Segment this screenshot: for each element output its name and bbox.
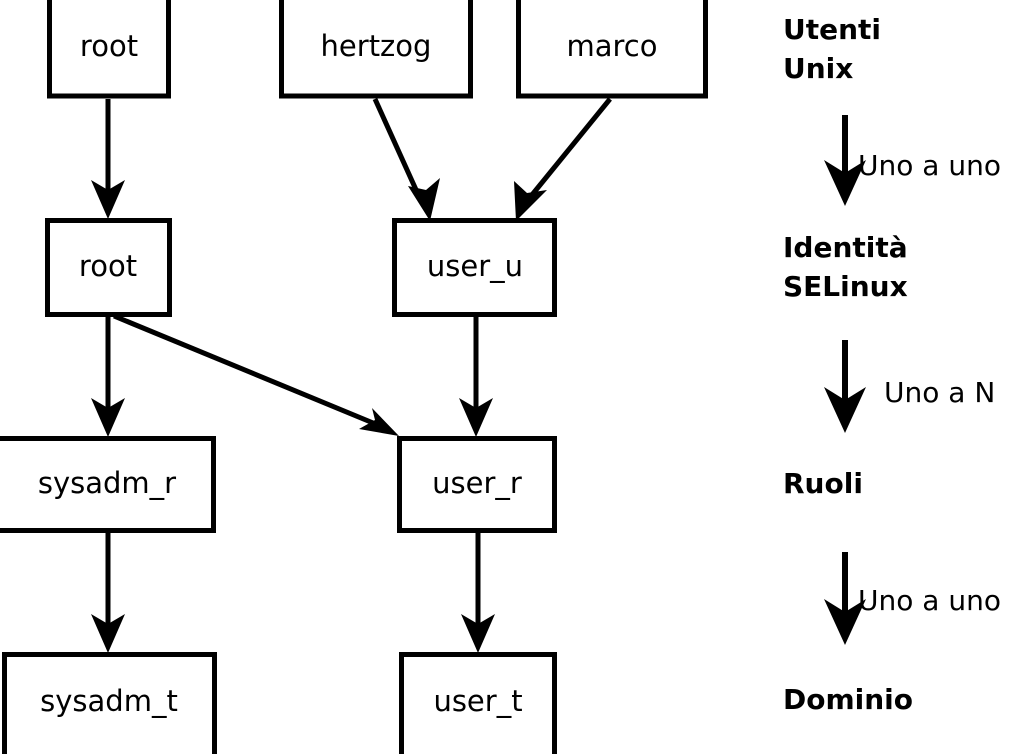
edge-unix-root-to-identity-root <box>91 99 125 219</box>
node-label: user_t <box>433 684 522 718</box>
legend-connector-label: Uno a N <box>884 376 995 409</box>
node-identity-root[interactable]: root <box>45 218 172 317</box>
edge-identity-root-to-sysadm-r <box>91 317 125 437</box>
node-label: hertzog <box>321 29 432 63</box>
node-label: sysadm_t <box>40 684 178 718</box>
edge-hertzog-to-user-u <box>372 97 440 221</box>
legend-connector-uno-a-n: Uno a N <box>824 340 995 433</box>
legend-stage-unix-users: Utenti Unix <box>783 13 881 85</box>
edge-group <box>91 97 612 653</box>
node-box[interactable] <box>45 218 172 317</box>
edge-sysadm-r-to-sysadm-t <box>91 533 125 653</box>
node-role-sysadm-r[interactable]: sysadm_r <box>0 436 216 533</box>
edge-marco-to-user-u <box>514 97 612 221</box>
node-domain-sysadm-t[interactable]: sysadm_t <box>2 652 217 754</box>
edge-user-u-to-user-r <box>459 317 493 437</box>
node-label: sysadm_r <box>38 466 176 500</box>
legend-connector-label: Uno a uno <box>858 584 1001 617</box>
edge-shaft <box>372 97 425 205</box>
node-label: user_u <box>427 249 523 283</box>
arrowhead-icon <box>824 160 866 206</box>
node-label: root <box>80 29 138 63</box>
node-unix-marco[interactable]: marco <box>516 0 708 99</box>
legend-stage-roles: Ruoli <box>783 467 863 500</box>
node-unix-root[interactable]: root <box>47 0 171 99</box>
node-box[interactable] <box>397 436 557 533</box>
node-box[interactable] <box>516 0 708 99</box>
edge-shaft <box>113 313 379 428</box>
node-unix-hertzog[interactable]: hertzog <box>279 0 473 99</box>
node-box[interactable] <box>392 218 557 317</box>
arrowhead-icon <box>824 387 866 433</box>
arrowhead-icon <box>408 178 440 221</box>
node-box[interactable] <box>279 0 473 99</box>
legend-stage-label-line2: SELinux <box>783 270 908 303</box>
edge-shaft <box>525 97 612 203</box>
node-group: root hertzog marco root user_u sysadm_r <box>0 0 708 754</box>
edge-identity-root-to-user-r <box>113 313 399 436</box>
node-label: root <box>79 249 137 283</box>
edge-user-r-to-user-t <box>461 533 495 653</box>
node-box[interactable] <box>47 0 171 99</box>
legend-stage-label-line1: Ruoli <box>783 467 863 500</box>
node-identity-user-u[interactable]: user_u <box>392 218 557 317</box>
legend-stage-label-line1: Dominio <box>783 683 913 716</box>
node-box[interactable] <box>2 652 217 754</box>
legend-connector-uno-a-uno-1: Uno a uno <box>824 115 1001 206</box>
legend-connector-label: Uno a uno <box>858 149 1001 182</box>
legend-stage-label-line1: Utenti <box>783 13 881 46</box>
arrowhead-icon <box>91 180 125 219</box>
node-box[interactable] <box>0 436 216 533</box>
arrowhead-icon <box>824 599 866 645</box>
arrowhead-icon <box>514 181 547 221</box>
arrowhead-icon <box>91 398 125 437</box>
arrowhead-icon <box>461 614 495 653</box>
legend-column: Utenti Unix Uno a uno Identità SELinux U… <box>783 13 1001 716</box>
legend-stage-domains: Dominio <box>783 683 913 716</box>
legend-stage-label-line2: Unix <box>783 52 853 85</box>
arrowhead-icon <box>459 398 493 437</box>
arrowhead-icon <box>91 614 125 653</box>
legend-connector-uno-a-uno-2: Uno a uno <box>824 552 1001 645</box>
node-domain-user-t[interactable]: user_t <box>399 652 557 754</box>
node-label: user_r <box>432 466 522 500</box>
legend-stage-selinux-identity: Identità SELinux <box>783 231 908 303</box>
arrowhead-icon <box>359 408 399 436</box>
node-label: marco <box>567 29 658 63</box>
node-role-user-r[interactable]: user_r <box>397 436 557 533</box>
legend-stage-label-line1: Identità <box>783 231 908 264</box>
node-box[interactable] <box>399 652 557 754</box>
